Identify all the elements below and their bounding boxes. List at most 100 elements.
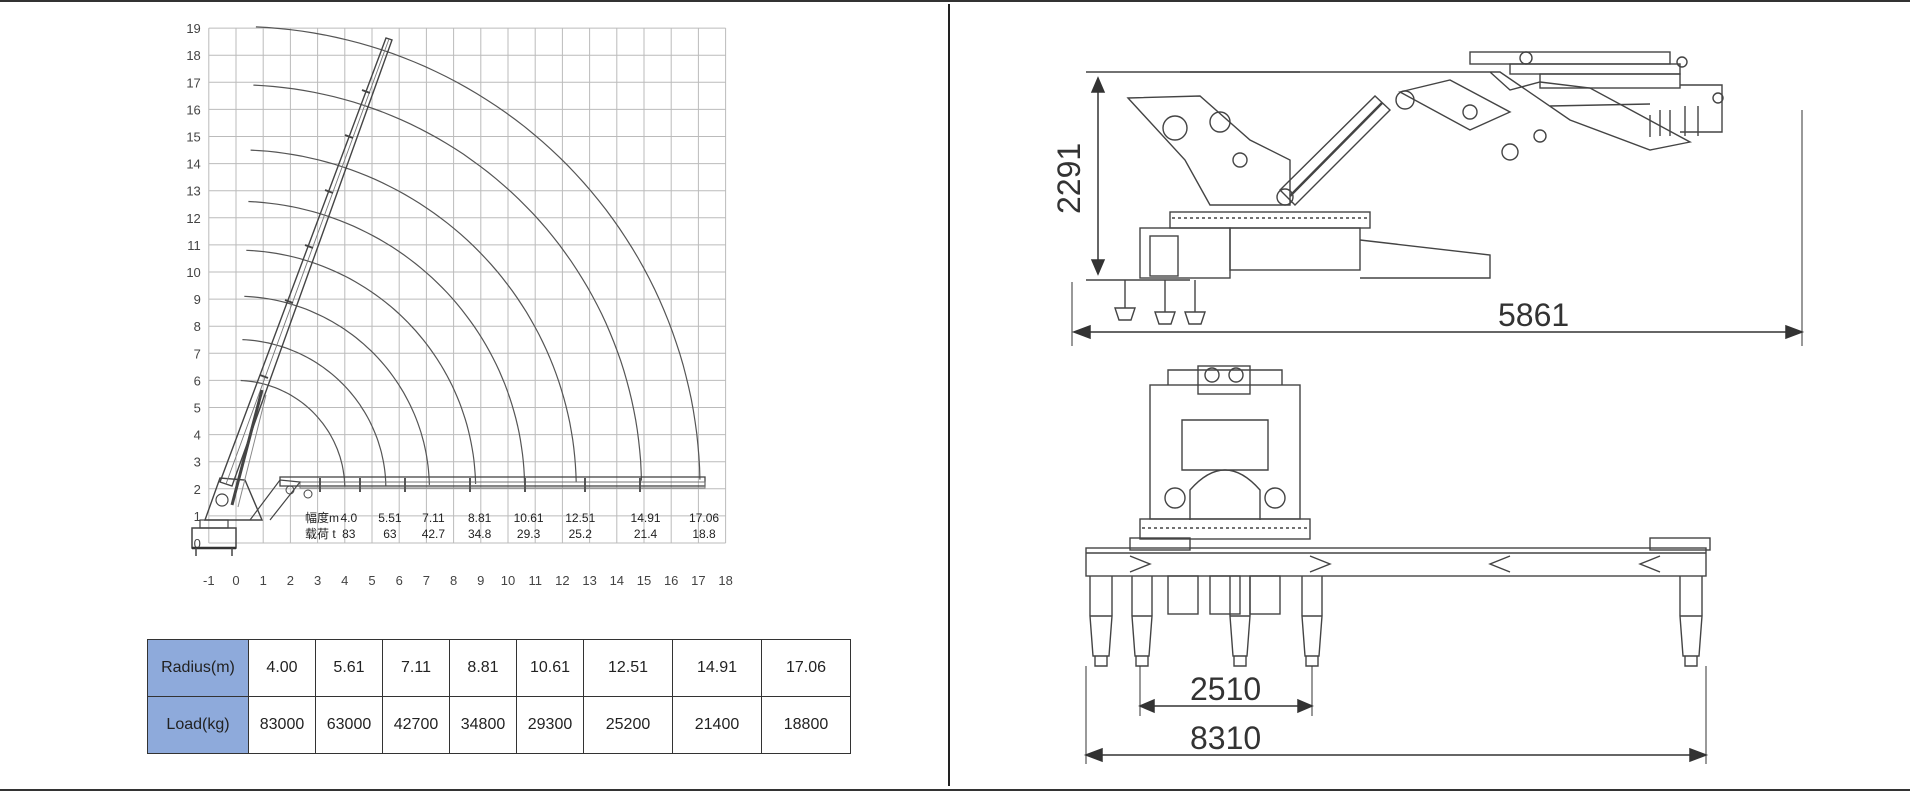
radius-arc	[244, 295, 430, 485]
table-cell: 34800	[449, 696, 517, 754]
table-cell: 4.00	[248, 639, 316, 697]
x-tick-label: 5	[368, 573, 375, 588]
radius-value-label: 7.11	[422, 511, 445, 525]
side-view	[1086, 51, 1724, 325]
dimension-outer-span: 8310	[1083, 666, 1709, 764]
y-tick-label: 7	[194, 346, 201, 361]
x-tick-label: 11	[528, 573, 542, 588]
x-tick-label: 17	[691, 573, 705, 588]
front-view	[1085, 365, 1711, 667]
load-value-label: 42.7	[422, 527, 446, 541]
frame-bottom-border	[0, 789, 1910, 791]
crane-dimension-drawing: 2291 5861	[1051, 51, 1805, 764]
y-tick-label: 1	[194, 509, 201, 524]
table-header-load: Load(kg)	[147, 696, 249, 754]
table-cell: 14.91	[672, 639, 762, 697]
table-cell: 5.61	[315, 639, 383, 697]
y-tick-label: 3	[194, 455, 201, 470]
load-value-label: 83	[342, 527, 356, 541]
y-tick-label: 14	[186, 157, 200, 172]
x-tick-label: 0	[232, 573, 239, 588]
y-tick-label: 17	[186, 75, 200, 90]
x-tick-label: 13	[582, 573, 596, 588]
x-tick-label: 10	[501, 573, 515, 588]
table-cell: 42700	[382, 696, 450, 754]
x-tick-label: 1	[260, 573, 267, 588]
panel-divider	[948, 4, 950, 786]
table-cell: 7.11	[382, 639, 450, 697]
x-tick-label: 14	[610, 573, 624, 588]
table-header-radius: Radius(m)	[147, 639, 249, 697]
y-tick-label: 0	[194, 536, 201, 551]
x-tick-label: 12	[555, 573, 569, 588]
x-tick-label: 3	[314, 573, 321, 588]
y-tick-label: 9	[194, 292, 201, 307]
chart-labels: 幅度m 载荷 t	[305, 510, 339, 541]
radius-value-label: 8.81	[468, 511, 492, 525]
radius-arc	[246, 249, 477, 485]
table-cell: 17.06	[761, 639, 851, 697]
y-tick-label: 8	[194, 319, 201, 334]
radius-value-label: 17.06	[689, 511, 719, 525]
y-tick-label: 13	[186, 184, 200, 199]
inner-span-label: 2510	[1190, 671, 1261, 707]
x-tick-label: -1	[203, 573, 215, 588]
crane-boom-drawing	[191, 37, 706, 556]
radius-value-label: 4.0	[340, 511, 357, 525]
chart-values: 4.0835.51637.1142.78.8134.810.6129.312.5…	[340, 511, 719, 541]
y-tick-label: 18	[186, 48, 200, 63]
x-tick-label: 7	[423, 573, 430, 588]
y-tick-label: 19	[186, 21, 200, 36]
y-tick-label: 2	[194, 482, 201, 497]
x-tick-label: 18	[718, 573, 732, 588]
y-tick-label: 10	[186, 265, 200, 280]
table-cell: 21400	[672, 696, 762, 754]
load-value-label: 25.2	[569, 527, 593, 541]
radius-arc	[255, 26, 701, 480]
table-cell: 63000	[315, 696, 383, 754]
height-label: 2291	[1051, 143, 1087, 214]
radius-value-label: 12.51	[565, 511, 595, 525]
outer-span-label: 8310	[1190, 720, 1261, 756]
y-tick-label: 4	[194, 428, 201, 443]
x-tick-label: 15	[637, 573, 651, 588]
x-tick-label: 4	[341, 573, 348, 588]
y-tick-label: 11	[187, 238, 201, 253]
y-tick-label: 5	[194, 401, 201, 416]
table-cell: 12.51	[583, 639, 673, 697]
load-unit-label: 载荷 t	[305, 527, 336, 541]
radius-unit-label: 幅度m	[305, 510, 339, 525]
table-cell: 10.61	[516, 639, 584, 697]
table-cell: 83000	[248, 696, 316, 754]
load-table: Radius(m) 4.00 5.61 7.11 8.81 10.61 12.5…	[147, 639, 851, 754]
y-tick-label: 12	[186, 211, 200, 226]
boom-length-label: 5861	[1498, 297, 1569, 333]
load-value-label: 34.8	[468, 527, 492, 541]
table-row-load: Load(kg) 83000 63000 42700 34800 29300 2…	[147, 696, 851, 754]
x-tick-label: 9	[477, 573, 484, 588]
table-cell: 8.81	[449, 639, 517, 697]
radius-arc	[242, 339, 387, 486]
load-value-label: 18.8	[692, 527, 716, 541]
frame-top-border	[0, 0, 1910, 2]
dimension-height: 2291	[1051, 76, 1106, 276]
y-tick-label: 15	[186, 130, 200, 145]
load-value-label: 63	[383, 527, 397, 541]
table-cell: 18800	[761, 696, 851, 754]
table-cell: 29300	[516, 696, 584, 754]
x-tick-label: 8	[450, 573, 457, 588]
radius-arc	[248, 200, 526, 484]
x-tick-label: 16	[664, 573, 678, 588]
radius-arc	[253, 84, 643, 481]
radius-value-label: 10.61	[514, 511, 544, 525]
x-tick-label: 6	[396, 573, 403, 588]
table-cell: 25200	[583, 696, 673, 754]
dimension-inner-span: 2510	[1138, 666, 1314, 716]
x-tick-label: 2	[287, 573, 294, 588]
radius-arc	[250, 149, 577, 483]
load-value-label: 21.4	[634, 527, 658, 541]
radius-value-label: 14.91	[631, 511, 661, 525]
y-tick-label: 6	[194, 373, 201, 388]
